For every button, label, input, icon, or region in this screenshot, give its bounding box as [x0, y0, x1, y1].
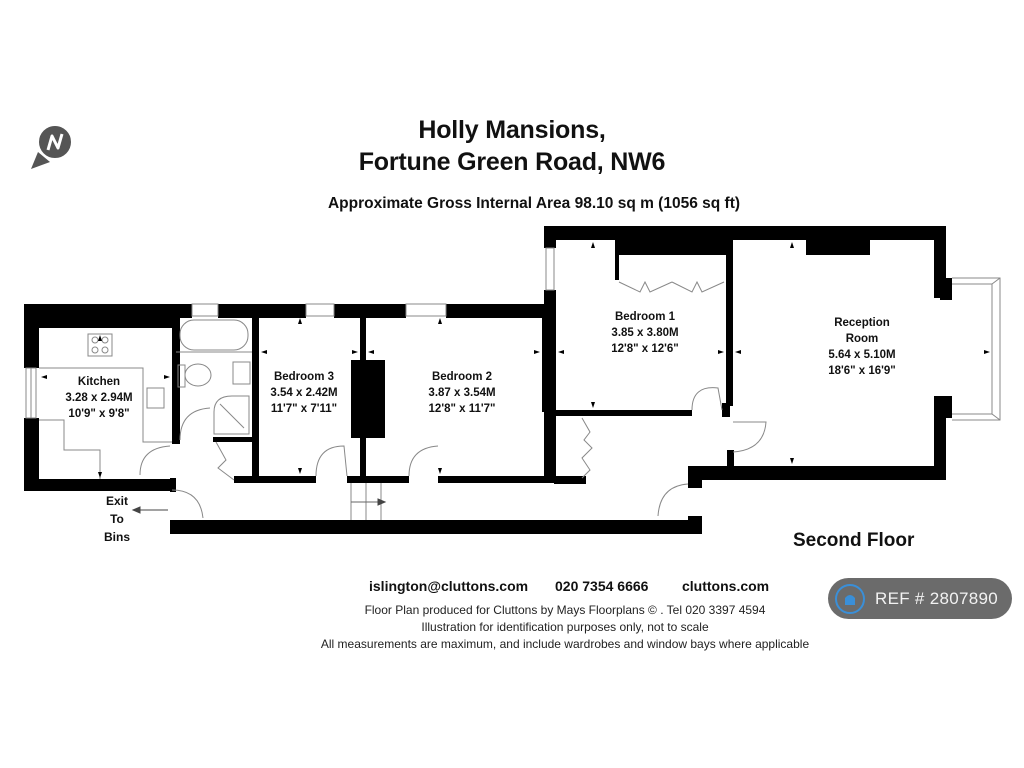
- room-bedroom-3: Bedroom 3 3.54 x 2.42M 11'7" x 7'11": [270, 369, 337, 417]
- room-metric: 5.64 x 5.10M: [828, 349, 896, 361]
- north-compass-icon: [28, 122, 76, 172]
- exit-line2: To: [110, 512, 124, 526]
- room-metric: 3.87 x 3.54M: [428, 387, 496, 399]
- room-kitchen: Kitchen 3.28 x 2.94M 10'9" x 9'8": [65, 374, 132, 422]
- room-imperial: 12'8" x 11'7": [428, 403, 496, 415]
- property-title-line1: Holly Mansions,: [418, 116, 606, 144]
- ref-number: REF # 2807890: [875, 588, 998, 608]
- room-metric: 3.54 x 2.42M: [270, 387, 338, 399]
- property-title-line2: Fortune Green Road, NW6: [358, 148, 666, 176]
- contact-phone: 020 7354 6666: [555, 578, 649, 594]
- footer-disclaimer: Illustration for identification purposes…: [421, 620, 709, 634]
- room-imperial: 10'9" x 9'8": [68, 408, 130, 420]
- room-name-line2: Room: [845, 333, 879, 345]
- exit-to-bins-label: Exit To Bins: [100, 492, 134, 546]
- exit-line1: Exit: [105, 494, 128, 508]
- room-metric: 3.85 x 3.80M: [611, 327, 679, 339]
- footer-credit: Floor Plan produced for Cluttons by Mays…: [364, 603, 766, 617]
- contact-email: islington@cluttons.com: [369, 578, 529, 594]
- room-name: Bedroom 2: [431, 371, 493, 383]
- exit-line3: Bins: [103, 530, 130, 544]
- floor-label: Second Floor: [793, 530, 915, 551]
- room-metric: 3.28 x 2.94M: [65, 392, 133, 404]
- room-imperial: 12'8" x 12'6": [611, 343, 679, 355]
- ref-badge: REF # 2807890: [828, 578, 1012, 619]
- room-name: Bedroom 1: [614, 311, 676, 323]
- gross-internal-area: Approximate Gross Internal Area 98.10 sq…: [327, 195, 741, 212]
- home-icon: [835, 583, 865, 614]
- room-name: Kitchen: [77, 376, 121, 388]
- room-imperial: 18'6" x 16'9": [828, 365, 896, 377]
- room-bedroom-2: Bedroom 2 3.87 x 3.54M 12'8" x 11'7": [428, 369, 495, 417]
- room-name-line1: Reception: [834, 317, 890, 329]
- footer-measurements-note: All measurements are maximum, and includ…: [320, 637, 810, 651]
- room-imperial: 11'7" x 7'11": [270, 403, 338, 415]
- room-reception: Reception Room 5.64 x 5.10M 18'6" x 16'9…: [828, 315, 896, 379]
- room-bedroom-1: Bedroom 1 3.85 x 3.80M 12'8" x 12'6": [611, 309, 679, 357]
- contact-website: cluttons.com: [682, 578, 770, 594]
- room-name: Bedroom 3: [273, 371, 335, 383]
